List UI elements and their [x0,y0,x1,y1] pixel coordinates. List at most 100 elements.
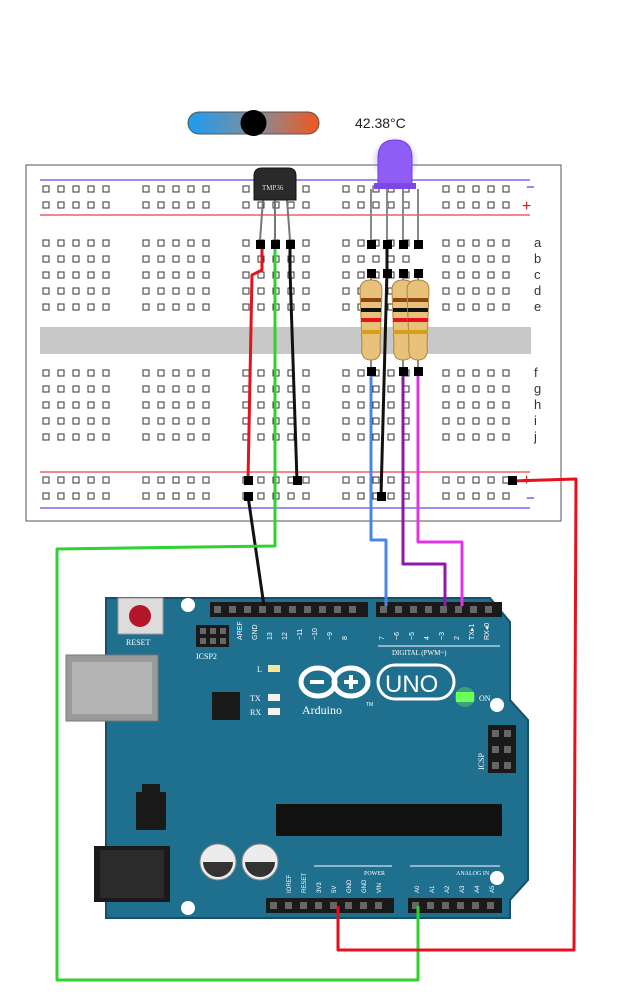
breadboard-hole[interactable] [57,303,65,311]
breadboard-hole[interactable] [142,385,150,393]
rail-hole[interactable] [487,476,495,484]
header-pin[interactable] [410,606,417,613]
breadboard-hole[interactable] [457,433,465,441]
rail-hole[interactable] [287,492,295,500]
breadboard-hole[interactable] [142,255,150,263]
breadboard-hole[interactable] [387,433,395,441]
header-pin[interactable] [259,606,266,613]
rail-hole[interactable] [342,476,350,484]
rail-hole[interactable] [457,185,465,193]
breadboard-hole[interactable] [157,303,165,311]
breadboard-hole[interactable] [42,271,50,279]
led-dome[interactable] [377,139,413,185]
breadboard-hole[interactable] [172,401,180,409]
breadboard-hole[interactable] [102,271,110,279]
breadboard-hole[interactable] [42,303,50,311]
breadboard-hole[interactable] [302,287,310,295]
breadboard-hole[interactable] [387,417,395,425]
breadboard-hole[interactable] [442,287,450,295]
breadboard-hole[interactable] [487,239,495,247]
breadboard-hole[interactable] [242,385,250,393]
header-pin[interactable] [395,606,402,613]
header-pin[interactable] [425,606,432,613]
breadboard-hole[interactable] [342,385,350,393]
breadboard-hole[interactable] [472,401,480,409]
header-pin[interactable] [345,902,352,909]
breadboard-hole[interactable] [142,417,150,425]
rail-hole[interactable] [357,476,365,484]
reset-button[interactable] [117,597,164,635]
breadboard-hole[interactable] [187,369,195,377]
header-pin[interactable] [315,902,322,909]
header-pin[interactable] [360,902,367,909]
breadboard-hole[interactable] [142,239,150,247]
breadboard-hole[interactable] [472,303,480,311]
breadboard-hole[interactable] [87,239,95,247]
breadboard-hole[interactable] [502,385,510,393]
rail-hole[interactable] [142,476,150,484]
breadboard-hole[interactable] [142,303,150,311]
breadboard-hole[interactable] [187,433,195,441]
rail-hole[interactable] [187,476,195,484]
temperature-slider[interactable] [187,110,320,136]
rail-hole[interactable] [342,201,350,209]
breadboard-hole[interactable] [287,417,295,425]
breadboard-hole[interactable] [502,271,510,279]
rail-hole[interactable] [57,476,65,484]
breadboard-hole[interactable] [187,385,195,393]
wire-purple-pin-3[interactable] [401,372,447,606]
breadboard-hole[interactable] [442,417,450,425]
breadboard-hole[interactable] [487,433,495,441]
breadboard-hole[interactable] [387,401,395,409]
breadboard-hole[interactable] [187,287,195,295]
header-pin[interactable] [300,902,307,909]
breadboard-hole[interactable] [472,239,480,247]
breadboard-hole[interactable] [187,401,195,409]
breadboard-hole[interactable] [487,303,495,311]
breadboard-hole[interactable] [442,401,450,409]
rail-hole[interactable] [142,492,150,500]
rail-hole[interactable] [457,476,465,484]
rail-hole[interactable] [102,476,110,484]
breadboard-hole[interactable] [57,239,65,247]
breadboard-hole[interactable] [487,271,495,279]
breadboard-hole[interactable] [442,303,450,311]
wire-red-5v-rail[interactable] [336,477,578,952]
breadboard-hole[interactable] [442,433,450,441]
breadboard-hole[interactable] [157,385,165,393]
breadboard-hole[interactable] [487,369,495,377]
breadboard-hole[interactable] [472,417,480,425]
rail-hole[interactable] [357,201,365,209]
rail-hole[interactable] [202,476,210,484]
rail-hole[interactable] [157,201,165,209]
tmp36-body[interactable] [253,167,297,201]
rail-hole[interactable] [202,492,210,500]
rail-hole[interactable] [442,185,450,193]
breadboard-hole[interactable] [142,401,150,409]
rail-hole[interactable] [472,476,480,484]
breadboard-hole[interactable] [202,255,210,263]
breadboard-hole[interactable] [187,417,195,425]
rail-hole[interactable] [487,201,495,209]
breadboard-hole[interactable] [87,401,95,409]
breadboard-hole[interactable] [242,303,250,311]
breadboard-hole[interactable] [357,417,365,425]
rail-hole[interactable] [102,492,110,500]
rail-hole[interactable] [242,201,250,209]
breadboard-hole[interactable] [487,255,495,263]
breadboard-hole[interactable] [442,271,450,279]
rail-hole[interactable] [257,492,265,500]
header-pin[interactable] [442,902,449,909]
rail-hole[interactable] [372,476,380,484]
rail-hole[interactable] [172,185,180,193]
breadboard-hole[interactable] [42,401,50,409]
breadboard-hole[interactable] [157,287,165,295]
breadboard-hole[interactable] [302,385,310,393]
breadboard-hole[interactable] [102,417,110,425]
breadboard-hole[interactable] [242,255,250,263]
breadboard-hole[interactable] [42,417,50,425]
rail-hole[interactable] [202,185,210,193]
breadboard-hole[interactable] [457,385,465,393]
breadboard-hole[interactable] [102,239,110,247]
resistor[interactable] [406,274,430,370]
